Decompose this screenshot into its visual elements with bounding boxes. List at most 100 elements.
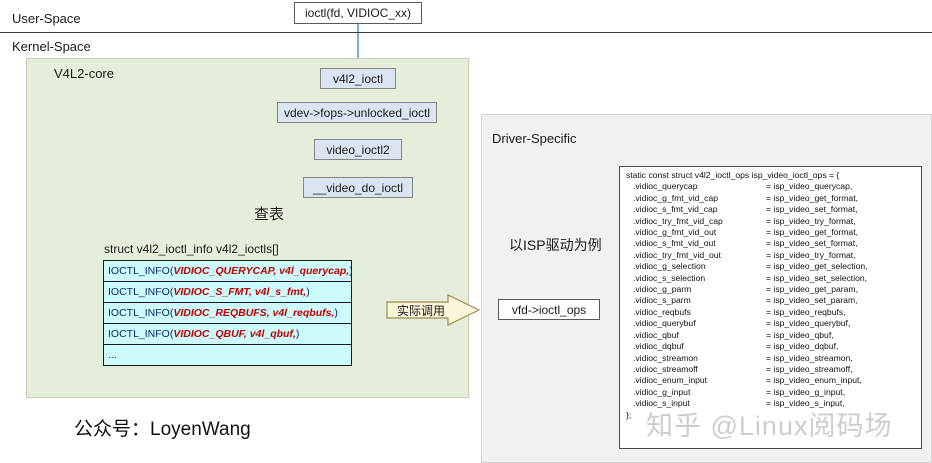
code-line: .vidioc_streamon = isp_video_streamon, [626,353,921,364]
node-vdev-fops-unlocked-ioctl[interactable]: vdev->fops->unlocked_ioctl [277,102,437,123]
ioctl-info-args: VIDIOC_QUERYCAP, v4l_querycap, [173,265,350,277]
code-member: .vidioc_try_fmt_vid_cap [633,215,723,226]
ioctl-info-macro: IOCTL_INFO( [108,307,174,319]
code-handler: = isp_video_streamon, [766,352,853,363]
ioctl-info-tail: ) [295,328,300,340]
code-line: .vidioc_g_input = isp_video_g_input, [626,387,921,398]
code-member: .vidioc_reqbufs [633,306,691,317]
code-footer-line: }; [626,409,632,420]
ioctl-info-tail: ) [349,265,351,277]
space-divider [0,32,932,33]
isp-example-label: 以ISP驱动为例 [509,237,602,253]
code-line: .vidioc_s_fmt_vid_out = isp_video_set_for… [626,238,921,249]
code-line: .vidioc_querycap = isp_video_querycap, [626,181,921,192]
code-line: .vidioc_g_parm = isp_video_get_param, [626,284,921,295]
code-handler: = isp_video_get_param, [766,284,858,295]
code-line: .vidioc_g_fmt_vid_out = isp_video_get_for… [626,227,921,238]
watermark: 知乎 @Linux阅码场 [646,411,893,441]
code-member: .vidioc_s_parm [633,295,691,306]
code-handler: = isp_video_set_param, [766,295,858,306]
code-line: .vidioc_g_fmt_vid_cap = isp_video_get_for… [626,193,921,204]
code-member: .vidioc_g_input [633,386,691,397]
code-line: .vidioc_try_fmt_vid_out = isp_video_try_f… [626,250,921,261]
code-member: .vidioc_g_fmt_vid_out [633,227,717,238]
code-member: .vidioc_streamon [633,352,698,363]
code-member: .vidioc_s_input [633,398,690,409]
code-member: .vidioc_streamoff [633,363,698,374]
code-handler: = isp_video_querycap, [766,181,853,192]
code-rows: .vidioc_querycap= isp_video_querycap,.vi… [626,181,921,409]
code-member: .vidioc_querycap [633,181,698,192]
actual-call-label: 实际调用 [397,304,446,318]
v4l2-core-title: V4L2-core [54,66,114,81]
ioctl-info-tail: ) [334,307,338,319]
code-member: .vidioc_s_fmt_vid_out [633,238,716,249]
actual-call-block-arrow [386,294,480,326]
code-member: .vidioc_querybuf [633,318,696,329]
struct-table-caption: struct v4l2_ioctl_info v4l2_ioctls[] [104,242,279,256]
ioctl-info-row: IOCTL_INFO(VIDIOC_QBUF, v4l_qbuf, ) [104,324,351,345]
code-line: .vidioc_streamoff = isp_video_streamoff, [626,364,921,375]
code-line: .vidioc_dqbuf = isp_video_dqbuf, [626,341,921,352]
code-handler: = isp_video_reqbufs, [766,306,846,317]
ioctl-info-args: VIDIOC_QBUF, v4l_qbuf, [173,328,296,340]
ioctl-info-table: IOCTL_INFO(VIDIOC_QUERYCAP, v4l_querycap… [103,260,352,366]
code-member: .vidioc_g_selection [633,261,706,272]
code-handler: = isp_video_get_format, [766,227,858,238]
ioctl-info-macro: IOCTL_INFO( [108,328,174,340]
ioctl-info-row: IOCTL_INFO(VIDIOC_QUERYCAP, v4l_querycap… [104,261,351,282]
code-handler: = isp_video_get_format, [766,192,858,203]
code-handler: = isp_video_try_format, [766,249,856,260]
code-line: .vidioc_qbuf = isp_video_qbuf, [626,330,921,341]
code-handler: = isp_video_enum_input, [766,375,862,386]
code-line: .vidioc_enum_input = isp_video_enum_input… [626,375,921,386]
ioctl-info-macro: ... [108,349,117,361]
code-member: .vidioc_try_fmt_vid_out [633,249,721,260]
user-space-label: User-Space [12,11,81,26]
code-handler: = isp_video_querybuf, [766,318,851,329]
node-video-ioctl2[interactable]: video_ioctl2 [314,139,402,160]
code-handler: = isp_video_set_selection, [766,272,868,283]
ioctl-info-row: IOCTL_INFO(VIDIOC_REQBUFS, v4l_reqbufs, … [104,303,351,324]
lookup-table-label: 查表 [254,206,285,223]
code-handler: = isp_video_dqbuf, [766,341,839,352]
node-v4l2-ioctl[interactable]: v4l2_ioctl [320,68,396,89]
code-member: .vidioc_s_fmt_vid_cap [633,204,718,215]
footer-credit: 公众号：LoyenWang [74,419,251,440]
code-member: .vidioc_qbuf [633,329,679,340]
ioctl-info-macro: IOCTL_INFO( [108,286,174,298]
code-handler: = isp_video_qbuf, [766,329,834,340]
ioctl-info-row: IOCTL_INFO(VIDIOC_S_FMT, v4l_s_fmt, ) [104,282,351,303]
code-line: .vidioc_s_parm = isp_video_set_param, [626,295,921,306]
ioctl-info-args: VIDIOC_S_FMT, v4l_s_fmt, [173,286,307,298]
ioctl-info-tail: ) [306,286,310,298]
code-handler: = isp_video_streamoff, [766,363,853,374]
ioctl-info-row: ... [104,345,351,366]
kernel-space-label: Kernel-Space [12,39,91,54]
code-handler: = isp_video_get_selection, [766,261,868,272]
code-line: .vidioc_reqbufs = isp_video_reqbufs, [626,307,921,318]
node-ioctl-entry[interactable]: ioctl(fd, VIDIOC_xx) [294,2,422,24]
ioctl-info-macro: IOCTL_INFO( [108,265,174,277]
code-header-line: static const struct v4l2_ioctl_ops isp_v… [626,170,840,180]
code-member: .vidioc_g_parm [633,284,692,295]
code-member: .vidioc_s_selection [633,272,706,283]
code-member: .vidioc_enum_input [633,375,708,386]
code-line: .vidioc_s_input = isp_video_s_input, [626,398,921,409]
code-handler: = isp_video_s_input, [766,398,845,409]
code-handler: = isp_video_g_input, [766,386,846,397]
code-line: .vidioc_s_fmt_vid_cap = isp_video_set_for… [626,204,921,215]
node-vfd-ioctl-ops[interactable]: vfd->ioctl_ops [498,299,600,320]
code-handler: = isp_video_set_format, [766,238,858,249]
code-handler: = isp_video_try_format, [766,215,856,226]
ioctl-info-args: VIDIOC_REQBUFS, v4l_reqbufs, [173,307,335,319]
code-handler: = isp_video_set_format, [766,204,858,215]
node-video-do-ioctl[interactable]: __video_do_ioctl [303,177,413,198]
code-member: .vidioc_dqbuf [633,341,684,352]
driver-specific-title: Driver-Specific [492,131,577,146]
code-line: .vidioc_g_selection = isp_video_get_selec… [626,261,921,272]
code-line: .vidioc_try_fmt_vid_cap = isp_video_try_f… [626,216,921,227]
code-member: .vidioc_g_fmt_vid_cap [633,192,719,203]
isp-video-ioctl-ops-code-block: static const struct v4l2_ioctl_ops isp_v… [619,166,922,449]
